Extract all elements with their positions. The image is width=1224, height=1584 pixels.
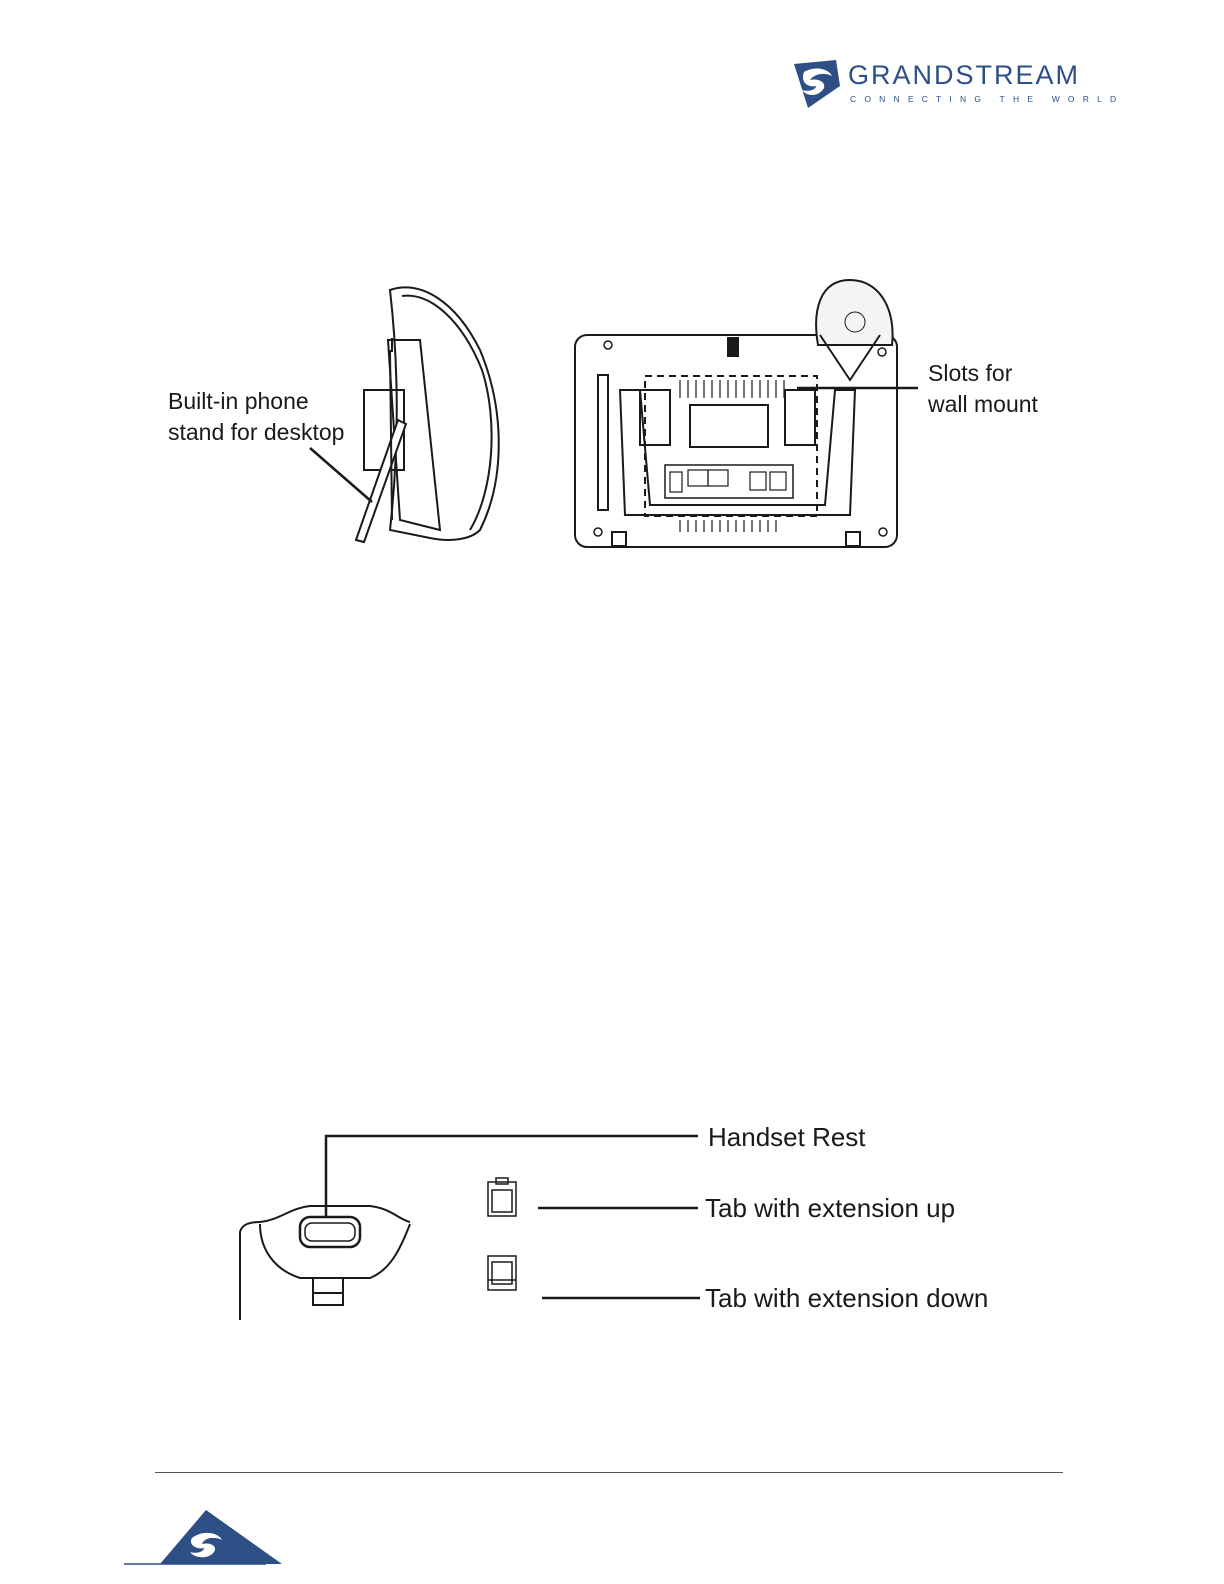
desk-stand-label-line1: Built-in phone bbox=[168, 386, 344, 417]
phone-side-view bbox=[356, 288, 499, 543]
tab-down-label: Tab with extension down bbox=[705, 1283, 988, 1313]
phone-back-view bbox=[575, 280, 897, 547]
handset-rest-illustration bbox=[220, 1120, 720, 1330]
tab-extension-down-icon bbox=[488, 1256, 516, 1290]
stand-callout-line bbox=[310, 448, 372, 502]
brand-tagline: CONNECTING THE WORLD bbox=[850, 94, 1124, 104]
grandstream-emblem-icon bbox=[790, 56, 846, 112]
brand-name: GRANDSTREAM bbox=[848, 60, 1080, 91]
desk-stand-label-line2: stand for desktop bbox=[168, 417, 344, 448]
tab-extension-up-icon bbox=[488, 1178, 516, 1216]
wall-slots-label-line1: Slots for bbox=[928, 358, 1038, 389]
wall-slots-label-line2: wall mount bbox=[928, 389, 1038, 420]
footer-divider bbox=[155, 1472, 1063, 1473]
tab-up-label: Tab with extension up bbox=[705, 1193, 955, 1223]
wall-slots-label: Slots for wall mount bbox=[928, 358, 1038, 420]
handset-rest-label: Handset Rest bbox=[708, 1122, 866, 1152]
grandstream-logo: GRANDSTREAM CONNECTING THE WORLD bbox=[790, 56, 1120, 112]
footer-emblem-icon bbox=[124, 1508, 286, 1568]
desk-stand-label: Built-in phone stand for desktop bbox=[168, 386, 344, 448]
